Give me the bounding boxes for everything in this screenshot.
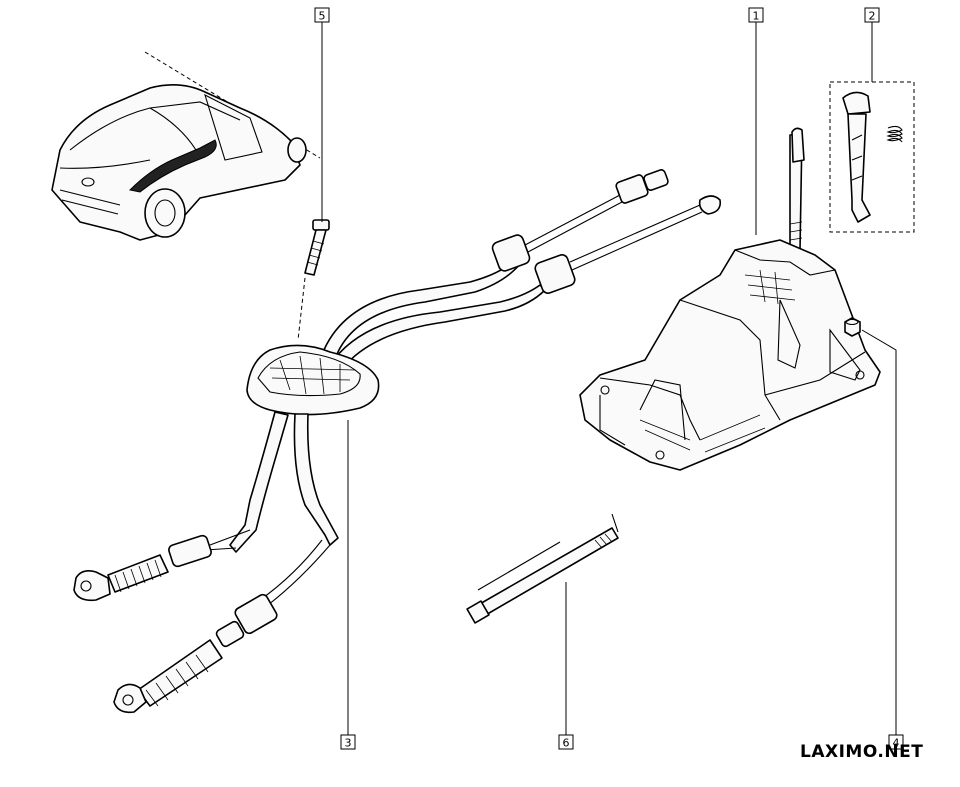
watermark-text: LAXIMO.NET (800, 742, 924, 762)
callout-3: 3 (340, 734, 356, 750)
callout-2-label: 2 (869, 10, 876, 23)
callout-5: 5 (314, 7, 330, 23)
callout-6-label: 6 (563, 737, 570, 750)
bolt-part (297, 219, 330, 341)
callout-5-label: 5 (319, 10, 326, 23)
callout-2: 2 (864, 7, 880, 23)
leader-lines (321, 22, 897, 735)
callout-1-label: 1 (753, 10, 760, 23)
callout-3-label: 3 (345, 737, 352, 750)
vehicle-thumbnail (51, 51, 321, 241)
callout-4-label: 4 (893, 737, 900, 750)
cable-tie-part (466, 513, 619, 624)
callout-1: 1 (748, 7, 764, 23)
callout-4: 4 (888, 734, 904, 750)
nut-part (844, 317, 861, 337)
gear-cables-part (73, 169, 722, 714)
callout-6: 6 (558, 734, 574, 750)
spring-part (886, 125, 903, 143)
lever-insert-part (829, 81, 915, 233)
